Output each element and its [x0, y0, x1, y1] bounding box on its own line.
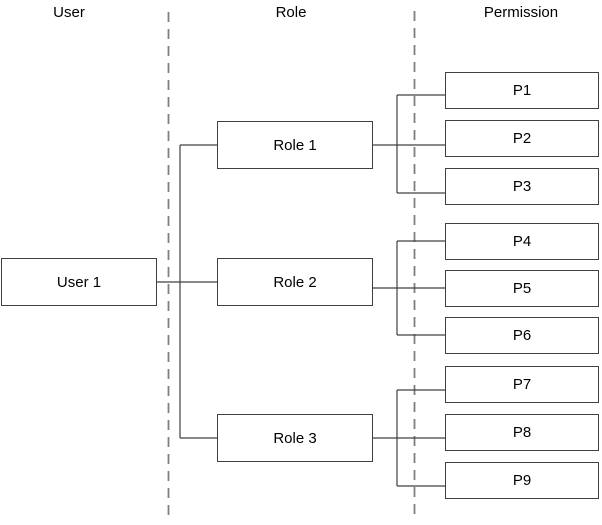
column-separator-lines	[167, 11, 416, 521]
user-1-node: User 1	[1, 258, 157, 306]
role-3-node: Role 3	[217, 414, 373, 462]
permission-p6-node: P6	[445, 317, 599, 354]
role-1-node: Role 1	[217, 121, 373, 169]
permission-p2-node: P2	[445, 120, 599, 157]
permission-p3-node: P3	[445, 168, 599, 205]
role1-permission-connectors	[373, 94, 445, 194]
permission-p8-node: P8	[445, 414, 599, 451]
column-header-permission: Permission	[483, 4, 559, 21]
user-role-connectors	[157, 144, 217, 439]
role-2-node: Role 2	[217, 258, 373, 306]
role2-permission-connectors	[373, 240, 445, 336]
permission-p7-node: P7	[445, 366, 599, 403]
permission-p5-node: P5	[445, 270, 599, 307]
permission-p4-node: P4	[445, 223, 599, 260]
permission-p1-node: P1	[445, 72, 599, 109]
column-header-user: User	[53, 4, 85, 21]
column-header-role: Role	[275, 4, 307, 21]
role3-permission-connectors	[373, 389, 445, 487]
permission-p9-node: P9	[445, 462, 599, 499]
